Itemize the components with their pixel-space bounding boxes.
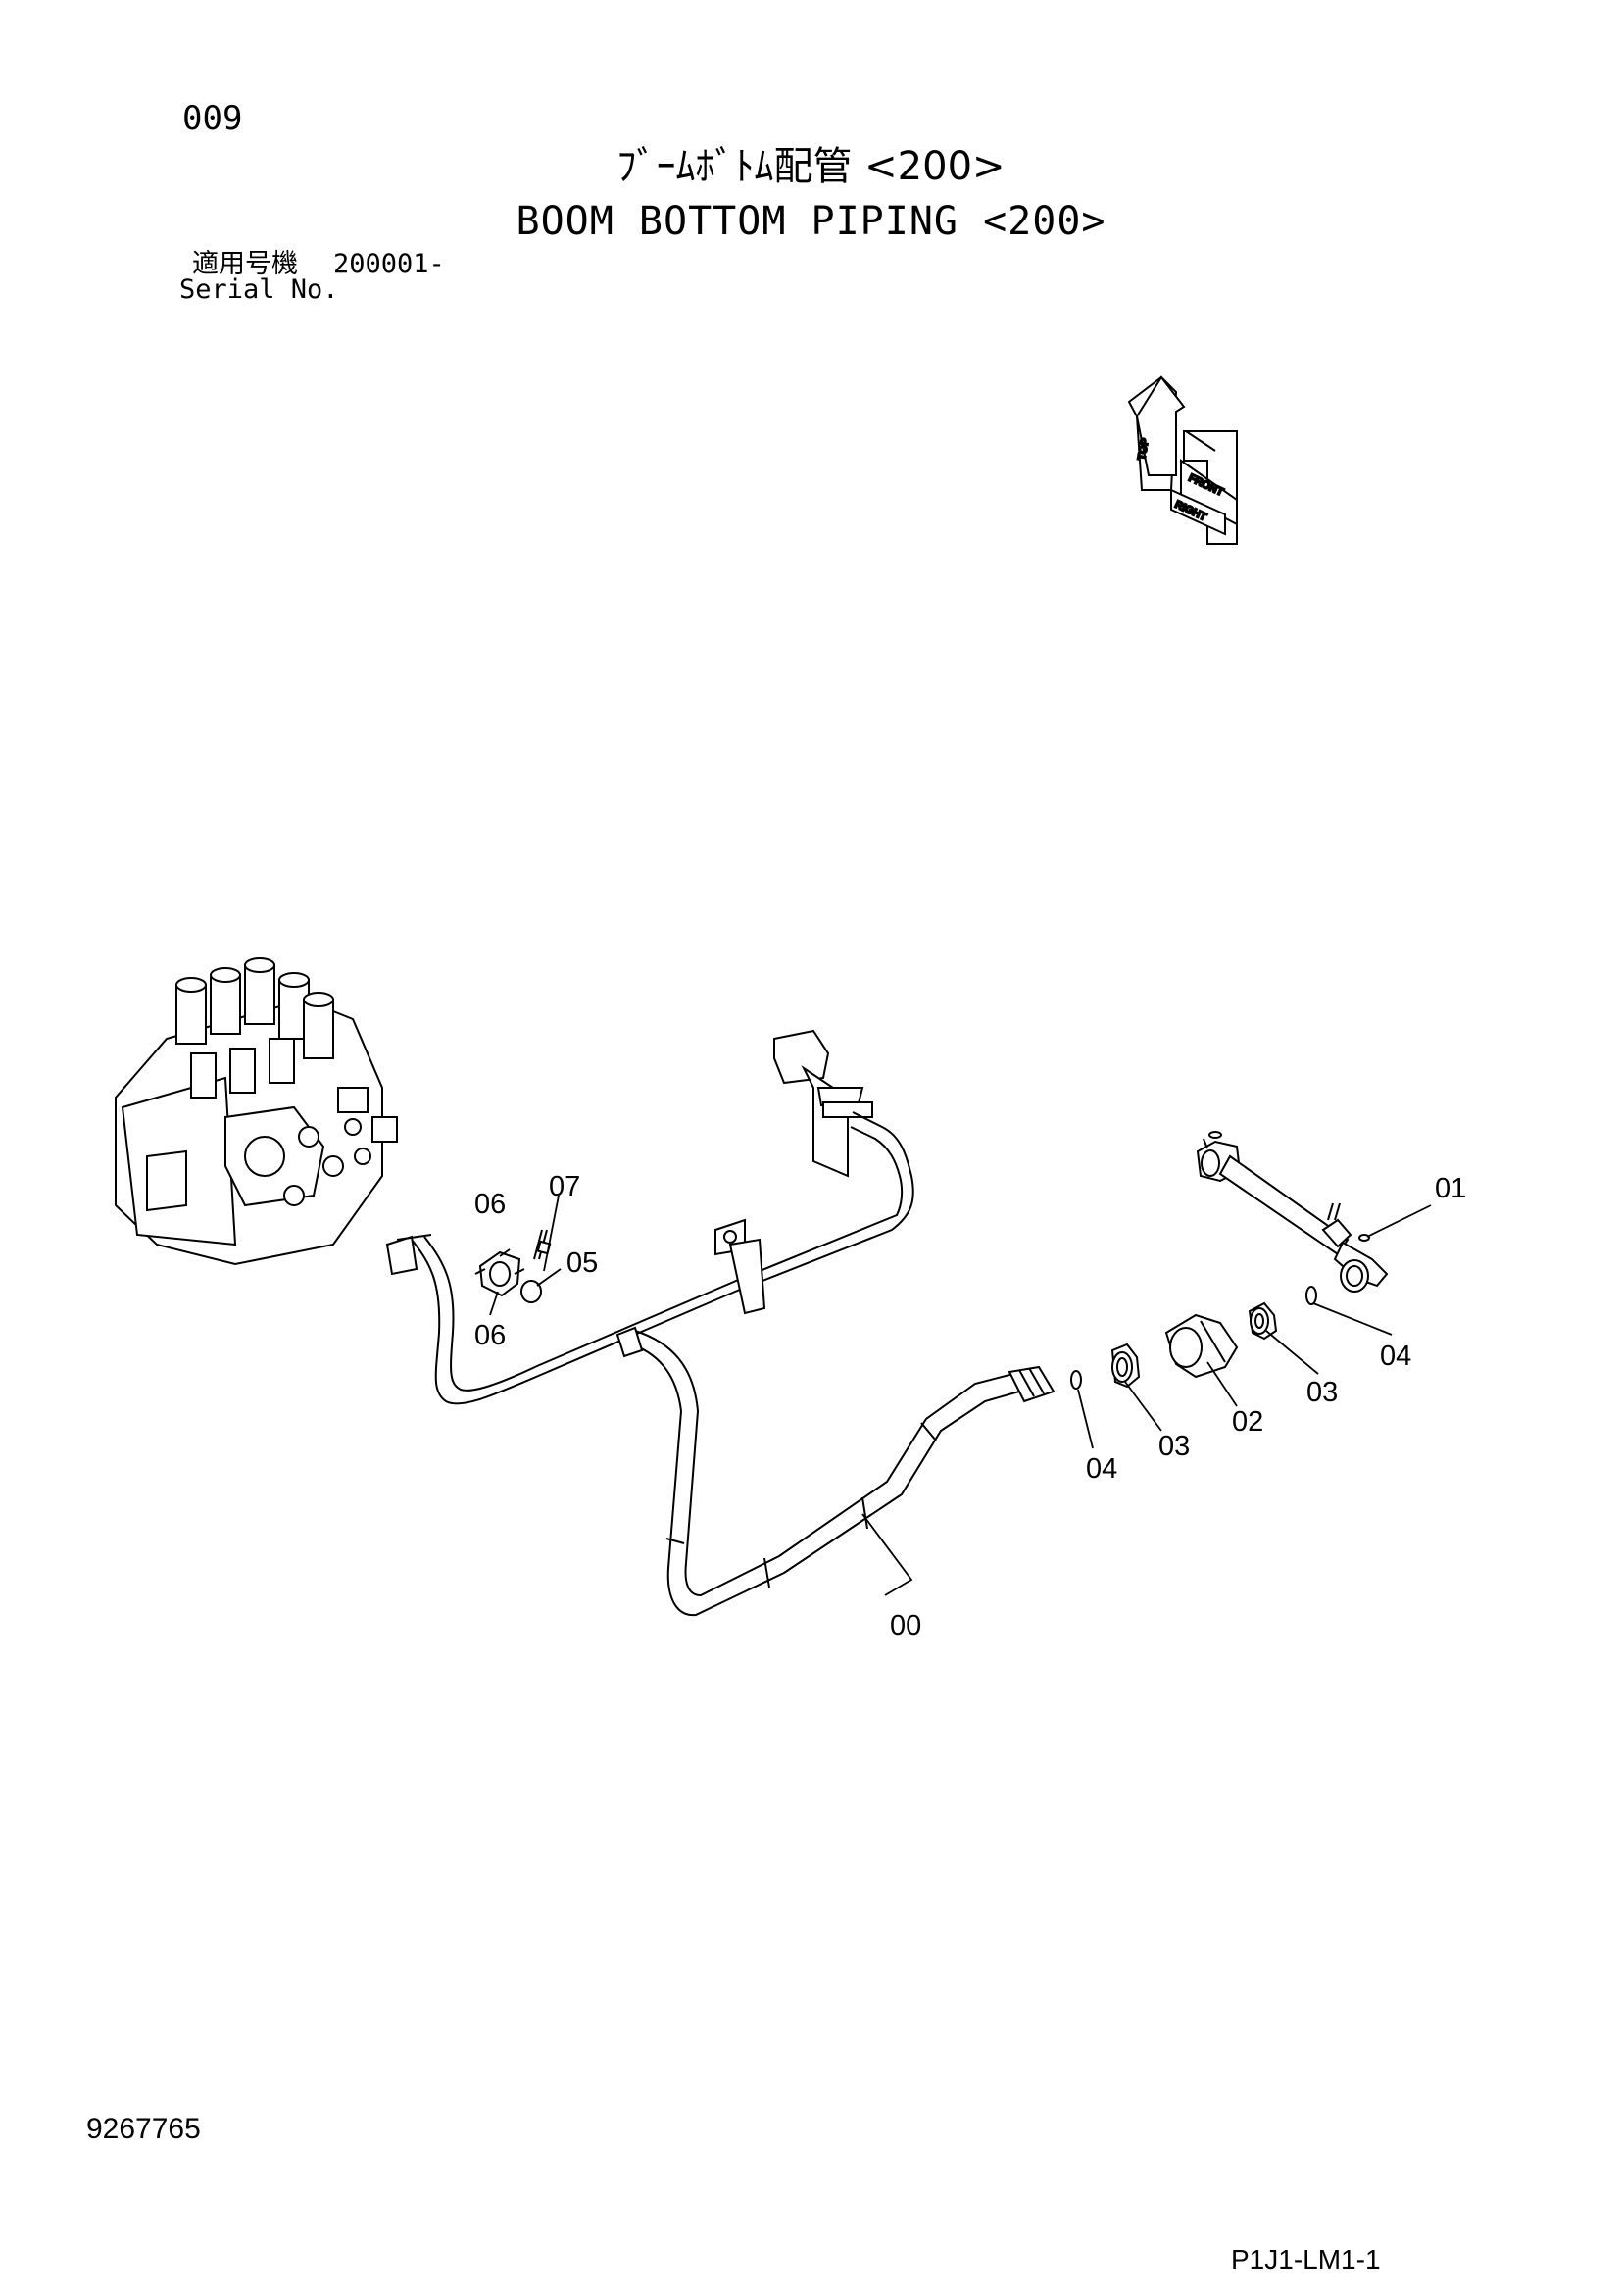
callout-07: 07 [549,1171,580,1202]
pipe-assembly-01 [1196,1131,1389,1293]
compass-top-label: TOP [1136,437,1152,461]
diagram-title-en: BOOM BOTTOM PIPING <200> [516,199,1106,244]
serial-label-en: Serial No. [179,274,339,305]
document-number: 9267765 [86,2113,201,2145]
callout-04-upper: 04 [1380,1341,1411,1372]
serial-value: 200001- [333,249,445,279]
serial-label-jp: 適用号機 [192,249,298,279]
callout-01: 01 [1435,1173,1466,1204]
existing-pipe [385,1111,914,1405]
control-valve-assembly [115,957,398,1266]
callout-02: 02 [1232,1406,1263,1438]
callout-00: 00 [890,1610,921,1641]
mounting-bracket [773,1029,873,1178]
callout-04-lower: 04 [1086,1453,1117,1485]
callout-03-lower: 03 [1158,1431,1190,1462]
leader-lines [489,1195,1432,1596]
o-ring-05 [520,1280,542,1303]
callout-03-upper: 03 [1306,1377,1338,1408]
hose-00 [615,1326,1056,1617]
diagram-title-jp: ﾌﾞｰﾑﾎﾞﾄﾑ配管 <200> [616,144,1006,189]
adapter-03-lower [1110,1343,1141,1389]
callout-05: 05 [566,1247,598,1279]
swivel-joint-02 [1164,1313,1239,1379]
o-ring-04-upper [1305,1286,1317,1305]
page-number: 009 [182,99,243,138]
page-code: P1J1-LM1-1 [1231,2244,1381,2274]
o-ring-04-lower [1070,1370,1082,1390]
callout-06-lower: 06 [474,1320,506,1351]
orientation-compass-icon: TOP FRONT RIGHT [1127,375,1238,545]
clamp-06 [474,1250,525,1297]
callout-06-upper: 06 [474,1189,506,1220]
adapter-03-upper [1248,1301,1278,1341]
